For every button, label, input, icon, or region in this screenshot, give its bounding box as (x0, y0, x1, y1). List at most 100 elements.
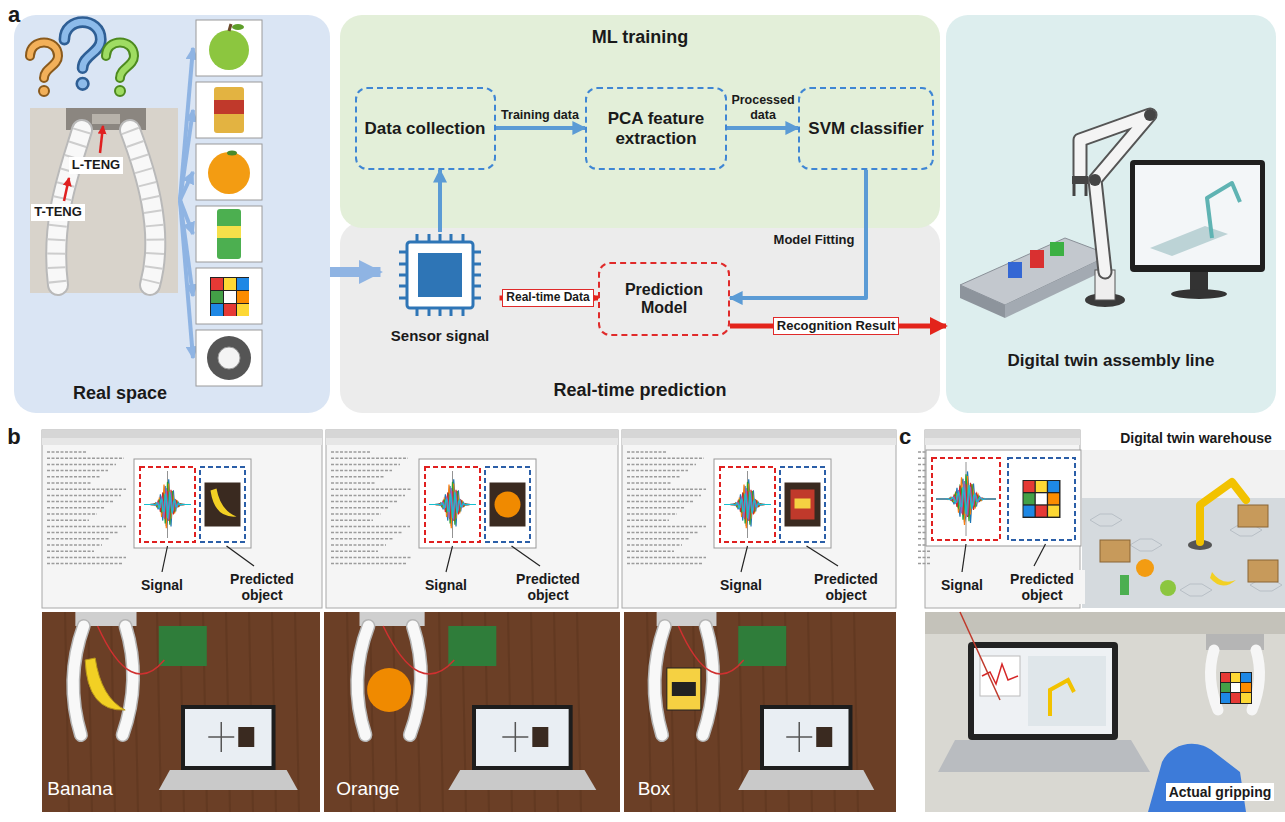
screenshot-part (446, 546, 453, 572)
edge-label: Real-time Data (502, 289, 593, 307)
warehouse-scene-part (1136, 559, 1154, 577)
object-icons-part (208, 152, 250, 194)
screenshot-part (47, 550, 94, 552)
gripper-photo-part (515, 722, 517, 752)
screenshot (622, 430, 896, 608)
question-marks-part-part (77, 78, 89, 90)
object-icons-part (217, 226, 241, 238)
gripper-photo-part (130, 130, 155, 285)
gripper-photo-part (367, 668, 411, 712)
assembly-line-scene-part (1171, 289, 1227, 299)
figure-label-holder: Predicted object (219, 570, 305, 604)
figure-label: Orange (336, 778, 399, 800)
screenshot-part (47, 476, 100, 478)
screenshot-part (932, 458, 1000, 540)
screenshot-part (144, 482, 191, 525)
gripper-photo-part (123, 626, 133, 735)
assembly-line-scene-part (1008, 262, 1022, 278)
gripper-photo-part (85, 658, 125, 710)
warehouse-scene (1082, 450, 1285, 608)
figure-label: Signal (938, 576, 986, 594)
screenshot-part (741, 546, 748, 572)
screenshot-part (205, 483, 241, 527)
gripping-photo-part (1231, 673, 1240, 682)
box-label: Prediction Model (606, 281, 722, 318)
screenshot-part (925, 438, 1080, 445)
warehouse-scene-part (1210, 572, 1236, 586)
screenshot-part (627, 557, 706, 559)
screenshot-part (627, 550, 674, 552)
screenshot-part (720, 467, 775, 542)
screenshot-part (47, 464, 116, 466)
screenshot-part (1048, 493, 1059, 504)
screenshot-part (331, 563, 407, 565)
warehouse-scene-part (1082, 450, 1285, 498)
gripper-photo-part (30, 108, 178, 293)
rubik-cube-part (237, 291, 249, 303)
figure-label: T-TENG (31, 204, 85, 221)
object-icons-part (214, 87, 244, 133)
figure-label: a (8, 2, 20, 27)
screenshot-part (429, 488, 476, 519)
screenshot-part (495, 492, 521, 518)
screenshot-part (485, 467, 530, 542)
edge-label: Recognition Result (773, 317, 899, 336)
warehouse-scene-part (1238, 505, 1268, 527)
object-icons-part (196, 144, 262, 200)
screenshot-part (144, 479, 191, 526)
figure-label-holder: Signal (938, 576, 986, 594)
assembly-line-scene-part (1073, 184, 1076, 196)
screenshot-part (47, 495, 121, 497)
screenshot-part (926, 450, 1081, 546)
gripper-photo-part (100, 126, 103, 153)
figure-label-holder: Box (638, 778, 671, 800)
gripping-photo-part (1231, 693, 1240, 703)
object-icons-part (209, 30, 249, 70)
assembly-line-scene-part (1130, 160, 1265, 272)
figure-label-holder: Signal (717, 576, 765, 594)
gripper-photo-part (357, 626, 368, 735)
screenshot-part (42, 438, 322, 445)
box-label: PCA feature extraction (593, 109, 719, 148)
rubik-cube-part (224, 304, 236, 316)
object-arrows-part (180, 110, 193, 200)
gripper-photo-part (410, 626, 421, 735)
screenshot-part (331, 544, 386, 546)
screenshot-part (47, 501, 113, 503)
gripping-photo-part (1221, 673, 1230, 682)
process-box: Data collection (355, 87, 496, 170)
screenshot-part (429, 492, 476, 519)
panel-title: Real space (20, 383, 220, 404)
screenshot-part (331, 507, 389, 509)
screenshot-part (780, 467, 825, 542)
flow-arrow (438, 170, 442, 232)
figure-label: Predicted object (505, 570, 591, 604)
gripper-photo-part (738, 770, 874, 790)
screenshot-part (47, 563, 123, 565)
screenshot-part (724, 479, 771, 526)
gripper-photo (42, 612, 320, 812)
screenshot-part (627, 457, 704, 459)
object-icons-part (232, 24, 244, 30)
screenshot-part (627, 482, 672, 484)
gripping-photo-part (1211, 650, 1218, 710)
screenshot-part (962, 544, 966, 572)
gripper-photo (30, 108, 178, 293)
gripper-photo-part (678, 626, 743, 674)
object-arrows-part (180, 200, 193, 358)
figure-label: Predicted object (999, 570, 1085, 604)
object-arrows-part (180, 172, 193, 200)
screenshot-part (326, 430, 618, 608)
gripping-photo-part (980, 656, 1020, 696)
warehouse-scene-part (1082, 498, 1285, 608)
screenshot-part (144, 492, 191, 519)
screenshot-part (331, 464, 400, 466)
gripper-photo-part (383, 626, 454, 674)
figure-label: Actual gripping (1166, 783, 1275, 801)
object-arrows (180, 48, 193, 358)
screenshot-part (47, 519, 89, 521)
gripper-photo-part (42, 612, 320, 812)
warehouse-scene-part (1100, 540, 1130, 562)
figure-label: Box (638, 778, 671, 800)
screenshot-part (490, 483, 526, 527)
